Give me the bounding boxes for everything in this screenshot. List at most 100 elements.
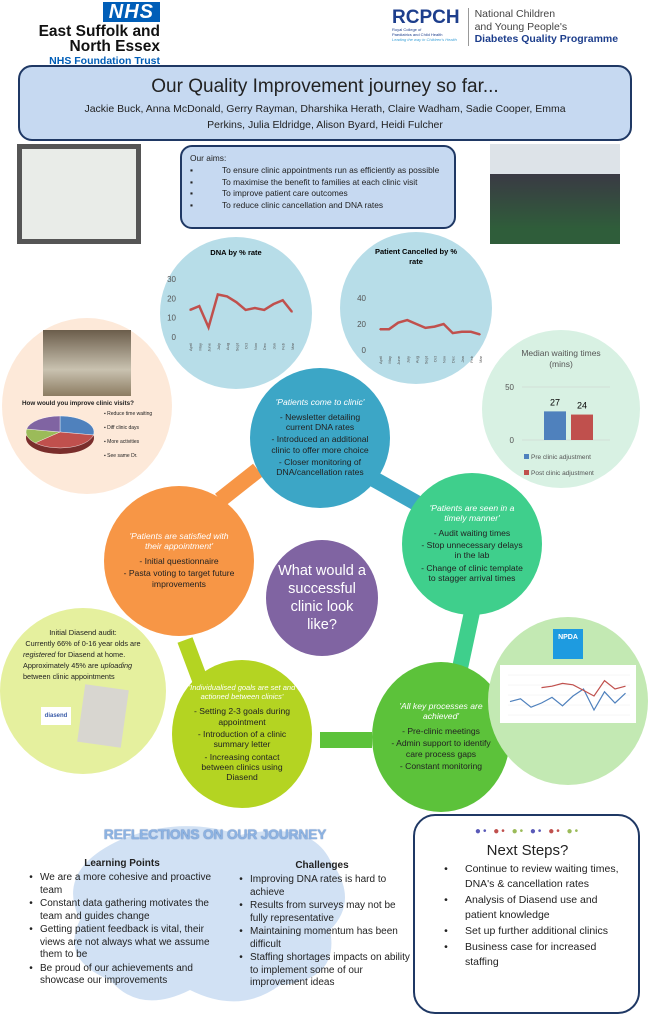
data-point (226, 295, 228, 298)
y-tick-label: 20 (167, 294, 176, 303)
rcpch-logo: RCPCH Royal College of Paediatrics and C… (392, 7, 619, 46)
next-steps-box: ●• ●• ●• ●• ●• ●• Next Steps? •Continue … (413, 814, 640, 1014)
data-point (470, 331, 472, 333)
data-point (244, 309, 247, 311)
nhs-logo: NHS East Suffolk and North Essex NHS Fou… (38, 1, 160, 67)
x-tick-label: May (197, 343, 202, 351)
data-point (433, 325, 436, 328)
aim-item: ▪To ensure clinic appointments run as ef… (190, 165, 440, 175)
list-item: •Constant data gathering motivates the t… (29, 898, 209, 922)
list-item: •Business case for increased staffing (444, 941, 597, 968)
learning-points: Learning Points •We are a more cohesive … (22, 858, 222, 989)
chart-title: DNA by % rate (210, 248, 261, 257)
bar (544, 411, 566, 440)
diasend-circle: Initial Diasend audit: Currently 66% of … (0, 608, 166, 774)
list-item: •Improving DNA rates is hard to achieve (239, 874, 387, 898)
x-tick-label: Dec (262, 343, 267, 350)
legend-swatch (524, 470, 529, 475)
goal-action: - Pasta voting to target future improvem… (123, 568, 235, 589)
y-tick-label: 30 (167, 275, 176, 284)
goal-action: - Introduced an additional clinic to off… (271, 434, 369, 455)
x-tick-label: June (207, 342, 212, 351)
whiteboard-photo (17, 144, 141, 244)
data-point (207, 326, 210, 329)
npda-logo: NPDA (553, 629, 583, 659)
pie-slice (59, 415, 95, 436)
goal-action: - Increasing contact between clinics usi… (201, 751, 283, 783)
goal-satisfied: 'Patients are satisfied with their appoi… (104, 486, 254, 636)
chart-title: (mins) (549, 359, 573, 369)
list-item: •Set up further additional clinics (444, 925, 608, 937)
list-item: •We are a more cohesive and proactive te… (29, 872, 212, 896)
x-tick-label: April (378, 356, 383, 364)
connector (452, 610, 480, 670)
x-tick-label: July (216, 343, 221, 350)
data-point (291, 311, 293, 313)
x-tick-label: Jan (271, 343, 276, 349)
reflections-title: REFLECTIONS ON OUR JOURNEY (103, 826, 327, 842)
y-tick-label: 0 (362, 346, 367, 355)
data-point (281, 299, 284, 302)
goal-patients-come: 'Patients come to clinic' - Newsletter d… (250, 368, 390, 508)
x-tick-label: Nov (253, 343, 258, 350)
goal-action: - Audit waiting times (433, 527, 511, 538)
page-title: Our Quality Improvement journey so far..… (151, 76, 499, 97)
data-point (189, 309, 191, 311)
chart-title: Patient Cancelled by % (375, 247, 457, 256)
x-tick-label: Oct (433, 355, 438, 362)
legend-label: Post clinic adjustment (531, 470, 594, 477)
npda-circle: NPDA (488, 617, 648, 785)
chart-title: Median waiting times (521, 348, 600, 358)
data-point (461, 331, 463, 333)
goal-action: - Closer monitoring of DNA/cancellation … (276, 456, 364, 478)
connector (177, 637, 208, 683)
list-item: •Results from surveys may not be fully r… (239, 900, 396, 924)
center-question: What would a successful clinic look like… (266, 540, 378, 656)
data-point (397, 321, 399, 324)
data-point (217, 293, 219, 296)
pie-legend-item: ▪ More activities (104, 439, 140, 445)
data-point (198, 305, 201, 307)
title-box: Our Quality Improvement journey so far..… (18, 65, 632, 141)
x-tick-label: Mar (290, 342, 295, 350)
pie-legend-item: ▪ Reduce time waiting (104, 411, 153, 417)
goal-action: - Newsletter detailing current DNA rates (279, 411, 361, 432)
x-tick-label: Mar (478, 355, 483, 363)
bar (571, 414, 593, 440)
goal-action: - Change of clinic template to stagger a… (421, 562, 523, 583)
x-tick-label: Sept (234, 342, 239, 351)
pie-slice (34, 431, 94, 449)
goal-action: - Constant monitoring (399, 760, 483, 771)
connector (368, 471, 424, 512)
x-tick-label: Aug (414, 356, 419, 363)
goal-action: - Pre-clinic meetings (402, 725, 480, 736)
x-tick-label: July (405, 356, 410, 363)
x-tick-label: Oct (244, 342, 249, 349)
data-point (424, 327, 427, 329)
goal-action: - Stop unnecessary delays in the lab (421, 540, 523, 561)
x-tick-label: Feb (281, 342, 286, 350)
x-tick-label: Nov (442, 356, 447, 363)
y-tick-label: 0 (510, 436, 515, 445)
aim-item: ▪To improve patient care outcomes (190, 188, 348, 198)
data-point (415, 323, 418, 325)
pie-legend-item: ▪ Diff clinic days (104, 425, 140, 431)
data-label: 27 (550, 397, 560, 407)
footprints-icon: ●• ●• ●• ●• ●• ●• (474, 826, 581, 837)
x-tick-label: Dec (451, 356, 456, 363)
survey-circle: How would you improve clinic visits? ▪ R… (2, 318, 172, 494)
npda-line-chart (500, 665, 636, 723)
goal-action: - Setting 2-3 goals during appointment (193, 706, 291, 727)
authors: Jackie Buck, Anna McDonald, Gerry Rayman… (84, 103, 566, 131)
y-tick-label: 40 (357, 294, 366, 303)
aims-box: Our aims: ▪To ensure clinic appointments… (180, 145, 456, 229)
list-item: •Staffing shortages impacts on ability t… (239, 952, 410, 988)
goal-action: - Introduction of a clinic summary lette… (197, 729, 287, 750)
aim-item: ▪To reduce clinic cancellation and DNA r… (190, 199, 384, 210)
x-tick-label: Aug (225, 343, 230, 350)
data-point (451, 332, 454, 334)
pie-legend-item: ▪ See same Dr. (104, 453, 138, 459)
